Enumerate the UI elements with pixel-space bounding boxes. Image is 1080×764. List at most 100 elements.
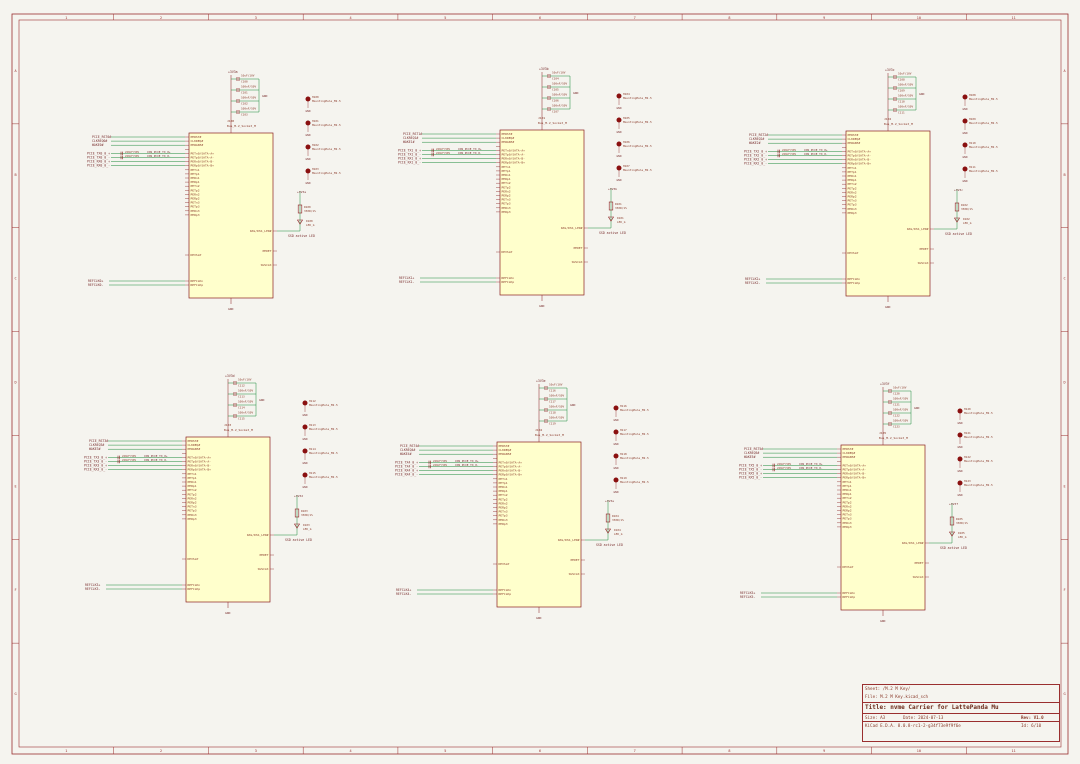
ic-pin-name: SUSCLK	[572, 260, 583, 264]
mounting-hole-ref: H102	[312, 143, 319, 147]
resistor-ref: R105	[956, 517, 963, 521]
led-supply-label: +3V3c	[954, 188, 963, 192]
capacitor-ref: C119	[549, 422, 556, 426]
mounting-hole	[613, 429, 619, 435]
cap-net-label: CON_PCIE_TX_0+	[458, 147, 482, 151]
mounting-hole-value: MountingHole_M2.5	[312, 99, 341, 103]
ic-pin-name: PEWAKE#	[188, 447, 201, 451]
ic-pin-name: DAS/DSS_LED#	[907, 227, 929, 231]
refclk-label: REFCLK2-	[745, 281, 760, 285]
capacitor-value: 100nF/50V	[893, 408, 908, 412]
mounting-hole-gnd: GND	[614, 466, 619, 470]
net-label: PCIE_RX3_0_-	[84, 468, 107, 472]
frame-row-label: C	[1063, 277, 1065, 281]
ic-pin-name: PETp3	[843, 517, 852, 521]
ic-pin-name: PEDET	[573, 246, 582, 250]
mounting-hole-ref: H107	[623, 164, 630, 168]
mounting-hole-value: MountingHole_M2.5	[309, 451, 338, 455]
mounting-hole-gnd: GND	[963, 131, 968, 135]
led-ref: D101	[617, 216, 624, 220]
ic-pin-name: PERp0/SATA-B+	[843, 476, 867, 480]
capacitor-value: 100nF/50V	[549, 405, 564, 409]
led-diode	[948, 531, 956, 537]
capacitor-ref: C104	[552, 77, 559, 81]
ic-pin-name: PETn3	[502, 198, 511, 202]
refclk-label: REFCLK0+	[88, 279, 103, 283]
resistor-value: 330R/1%	[301, 513, 313, 517]
cap-net-label: CON_PCIE_TX_0+	[147, 150, 171, 154]
ic-ref: J102	[884, 117, 891, 121]
mounting-hole-ref: H108	[969, 93, 976, 97]
ic-pin-name: PETn3	[191, 201, 200, 205]
m2-unit-3: +3V3c10uF/10VC108100nF/50VC109100nF/50VC…	[744, 68, 998, 309]
tb-title: Title: nvme Carrier for LattePanda Mu	[865, 704, 999, 711]
mounting-hole	[302, 472, 308, 478]
ic-pin-name: CLKREQ#	[848, 137, 861, 141]
ic-pin-name: PETp1	[502, 169, 511, 173]
mounting-hole-ref: H105	[623, 116, 630, 120]
capacitor-ref: C109	[898, 89, 905, 93]
coupling-cap-value: 220nF/50V	[777, 462, 791, 466]
cap-gnd-label: GND	[573, 91, 579, 95]
refclk-label: REFCLK4+	[396, 588, 411, 592]
supply-label: +3V3d	[225, 374, 235, 378]
frame-col-label: 7	[634, 749, 636, 753]
net-label: PCIE_RX3_0_+	[84, 464, 107, 468]
mounting-hole	[302, 424, 308, 430]
ic-pin-name: PETn2	[191, 184, 200, 188]
frame-col-label: 4	[349, 749, 351, 753]
title-block: Sheet: /M.2 M Key/ File: M.2 M Key.kicad…	[862, 684, 1060, 742]
mounting-hole-value: MountingHole_M2.5	[969, 169, 998, 173]
net-label: PCIE_TX5_0_+	[739, 463, 762, 467]
ic-pin-name: PETp0/SATA-A-	[191, 156, 215, 160]
mounting-hole	[305, 120, 311, 126]
net-label: CLKREQ2#	[749, 137, 764, 141]
mounting-hole-value: MountingHole_M2.5	[623, 96, 652, 100]
ic-pin-name: PERn1	[843, 488, 852, 492]
cap-net-label: CON_PCIE_TX_0+	[455, 459, 479, 463]
capacitor-ref: C101	[241, 91, 248, 95]
mounting-hole-ref: H120	[964, 407, 971, 411]
ic-pin-name: CLKREQ#	[188, 443, 201, 447]
resistor-ref: R100	[304, 205, 311, 209]
ic-pin-name: PETp1	[499, 481, 508, 485]
cap-net-label: CON_PCIE_TX_0-	[147, 154, 171, 158]
led-value: LED_G	[963, 221, 972, 225]
capacitor-value: 10uF/10V	[238, 378, 252, 382]
ic-pin-name: SUSCLK	[258, 567, 269, 571]
ic-pin-name: PERp3	[188, 517, 197, 521]
net-label: WAKE2#	[749, 141, 761, 145]
led-value: LED_G	[306, 223, 315, 227]
m2-unit-1: +3V3a10uF/10VC100100nF/50VC101100nF/50VC…	[87, 70, 341, 311]
ic-value: Bus_M.2_Socket_M	[879, 436, 908, 440]
ic-pin-name: DAS/DSS_LED#	[902, 541, 924, 545]
ic-pin-name: PEDET	[262, 249, 271, 253]
ic-pin-name: PERp3	[848, 211, 857, 215]
frame-row-label: F	[1063, 588, 1065, 592]
ic-pin-name: PERST#	[843, 447, 854, 451]
net-label: CLKREQ0#	[92, 139, 107, 143]
ic-pin-name: PERST#	[188, 439, 199, 443]
net-label: PCIE_TX2_0_+	[744, 149, 767, 153]
ic-pin-name: PETn1	[502, 165, 511, 169]
ic-pin-name: CLKREQ#	[502, 136, 515, 140]
mounting-hole-value: MountingHole_M2.5	[309, 427, 338, 431]
net-label: WAKE0#	[92, 143, 104, 147]
ic-pin-name: PERp1	[502, 177, 511, 181]
capacitor-ref: C122	[893, 414, 900, 418]
supply-label: +3V3a	[228, 70, 238, 74]
mounting-hole	[616, 141, 622, 147]
mounting-hole	[302, 448, 308, 454]
mounting-hole	[613, 405, 619, 411]
net-label: PCIE_RX2_0_+	[744, 158, 767, 162]
ic-pin-name: PERp3	[843, 525, 852, 529]
m2-unit-6: +3V3f10uF/10VC120100nF/50VC121100nF/50VC…	[739, 382, 993, 623]
mounting-hole-value: MountingHole_M2.5	[623, 168, 652, 172]
ic-pin-name: PERn0/SATA-B-	[843, 472, 867, 476]
refclk-label: REFCLK2+	[745, 277, 760, 281]
frame-row-label: E	[14, 484, 16, 488]
ic-pin-name: REFCLKp	[848, 281, 861, 285]
mounting-hole-ref: H101	[312, 119, 319, 123]
net-label: WAKE3#	[89, 447, 101, 451]
ic-pin-name: PERn1	[499, 485, 508, 489]
